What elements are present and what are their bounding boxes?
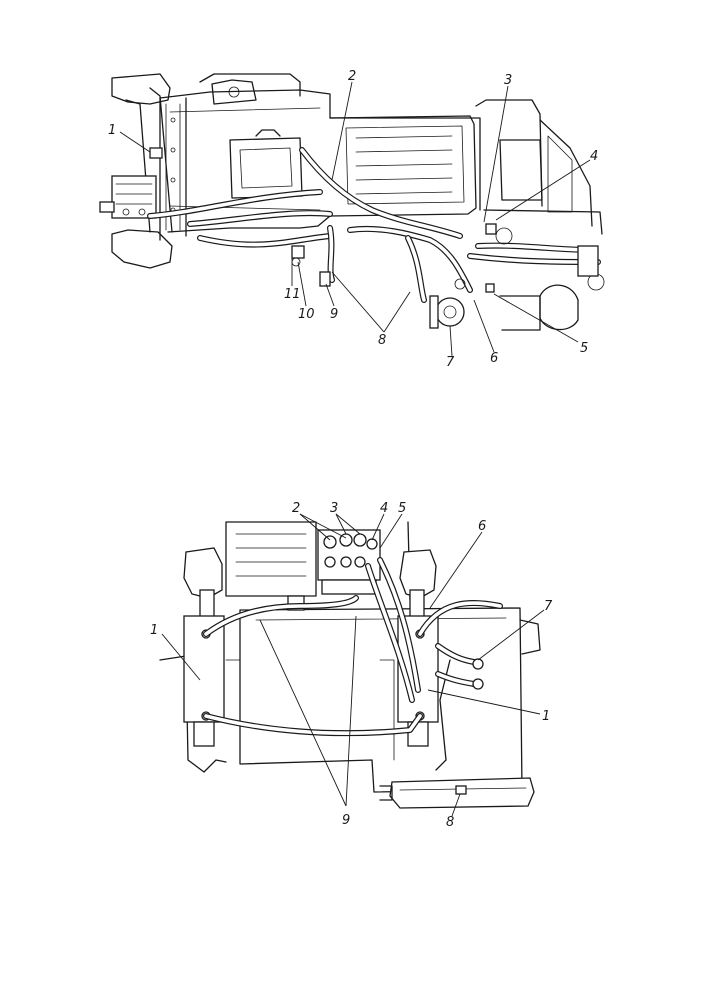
callout-bottom-1-right: 1 bbox=[542, 709, 550, 724]
callout-bottom-4: 4 bbox=[380, 501, 388, 516]
callout-bottom-2: 2 bbox=[292, 501, 300, 516]
oil-cooler bbox=[379, 777, 535, 809]
frame-side-member bbox=[159, 89, 477, 241]
callout-top-10: 10 bbox=[298, 307, 315, 322]
cylinder-mount-brackets bbox=[183, 547, 437, 619]
callout-bottom-3: 3 bbox=[330, 501, 338, 516]
fittings bbox=[149, 147, 513, 293]
control-valve-block bbox=[99, 175, 157, 219]
callout-bottom-6: 6 bbox=[478, 519, 486, 534]
hose-bundle bbox=[147, 147, 601, 303]
callout-top-2: 2 bbox=[348, 69, 356, 84]
filter-canister bbox=[499, 245, 605, 331]
gear-pump bbox=[429, 278, 466, 329]
callout-top-7: 7 bbox=[446, 355, 455, 370]
callout-bottom-7: 7 bbox=[544, 599, 553, 614]
callout-top-5: 5 bbox=[580, 341, 588, 356]
callout-top-3: 3 bbox=[504, 73, 512, 88]
bottom-callout-labels: 1 2 3 4 5 6 7 1 8 9 bbox=[150, 501, 553, 830]
callout-top-6: 6 bbox=[490, 351, 498, 366]
rear-body-outline bbox=[159, 521, 541, 793]
callout-top-9: 9 bbox=[330, 307, 338, 322]
callout-bottom-5: 5 bbox=[398, 501, 406, 516]
callout-bottom-9: 9 bbox=[342, 813, 350, 828]
callout-bottom-1-left: 1 bbox=[150, 623, 158, 638]
top-callout-leaders bbox=[119, 81, 591, 357]
front-axle-assembly bbox=[111, 73, 173, 269]
rear-hoses bbox=[203, 557, 503, 737]
callout-top-1: 1 bbox=[108, 123, 116, 138]
callout-top-11: 11 bbox=[284, 287, 301, 302]
bottom-figure-rear-view: 1 2 3 4 5 6 7 1 8 9 bbox=[150, 501, 553, 830]
callout-top-8: 8 bbox=[378, 333, 386, 348]
top-figure-side-view: 1 2 3 4 5 6 7 8 9 10 11 bbox=[99, 69, 605, 370]
top-callout-labels: 1 2 3 4 5 6 7 8 9 10 11 bbox=[108, 69, 598, 370]
bottom-callout-leaders bbox=[161, 513, 545, 817]
callout-top-4: 4 bbox=[590, 149, 598, 164]
transmission-housing bbox=[199, 73, 303, 199]
callout-bottom-8: 8 bbox=[446, 815, 454, 830]
